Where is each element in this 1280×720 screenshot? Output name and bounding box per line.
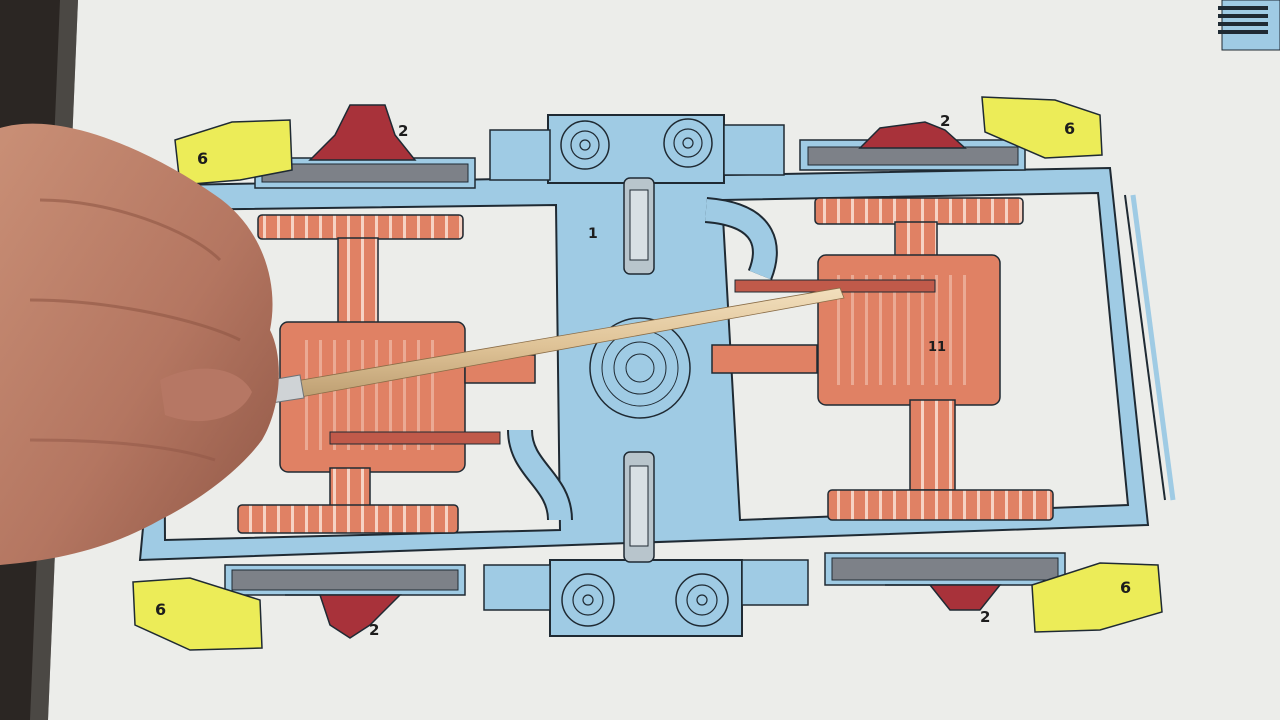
axle-drives	[285, 104, 1002, 639]
label-axle-drive-bottom-left: 2	[369, 621, 379, 639]
label-axlebox-top-left: 6	[197, 149, 208, 168]
left-wheelset	[237, 214, 536, 534]
label-axlebox-top-right: 6	[1064, 119, 1075, 138]
label-axle-drive-top-right: 2	[940, 112, 950, 130]
label-gearbox: 11	[928, 340, 946, 355]
bogie-frame	[138, 114, 1176, 637]
label-frame: 1	[588, 226, 598, 242]
hand	[0, 123, 279, 565]
label-axlebox-bottom-left: 6	[155, 600, 166, 619]
spring-corner	[1218, 0, 1280, 51]
spring-beams	[224, 139, 1066, 596]
part-labels: 1 2 2 2 2 6 6 6 6 11	[155, 112, 1131, 639]
label-axle-drive-bottom-right: 2	[980, 608, 990, 626]
right-wheelset	[711, 197, 1054, 521]
label-axle-drive-top-left: 2	[398, 122, 408, 140]
label-axlebox-bottom-right: 6	[1120, 578, 1131, 597]
